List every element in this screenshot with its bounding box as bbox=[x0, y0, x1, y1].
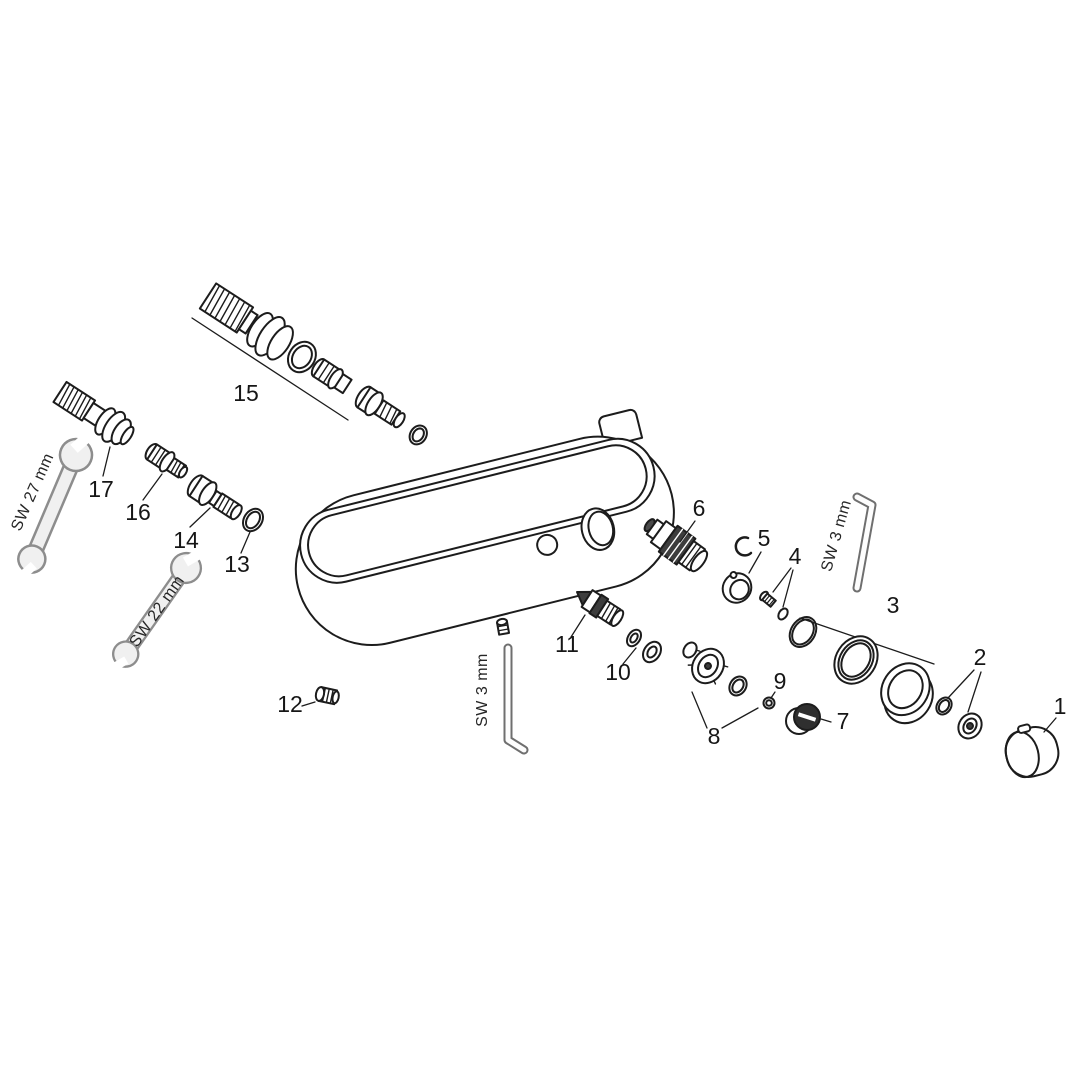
threads bbox=[204, 284, 251, 333]
part-label-17: 17 bbox=[88, 476, 114, 502]
part-label-1: 1 bbox=[1054, 693, 1067, 719]
body-cartridge-hole-inner bbox=[587, 510, 615, 547]
part-label-12: 12 bbox=[277, 691, 303, 717]
allen-key-sw3-center-icon bbox=[503, 643, 529, 755]
part-label-14: 14 bbox=[173, 527, 199, 553]
o-ring bbox=[286, 340, 317, 374]
tool-label-sw3-right: SW 3 mm bbox=[818, 498, 855, 574]
part-label-5: 5 bbox=[758, 525, 771, 551]
body-top-face bbox=[299, 437, 656, 584]
leader-line-1 bbox=[1043, 717, 1057, 733]
part-15-connector-assembly bbox=[198, 282, 428, 446]
o-ring-small bbox=[408, 424, 428, 446]
part-3-ring-group bbox=[788, 616, 934, 725]
part-14-connector bbox=[186, 474, 243, 521]
part-label-15: 15 bbox=[233, 380, 259, 406]
part-7-cap bbox=[785, 703, 821, 735]
leader-line-5 bbox=[748, 551, 762, 574]
part-4-screw bbox=[759, 590, 789, 621]
part-label-8: 8 bbox=[708, 723, 721, 749]
part-label-16: 16 bbox=[125, 499, 151, 525]
leader-line-2 bbox=[947, 669, 982, 713]
leader-line-6 bbox=[679, 520, 696, 543]
threads bbox=[57, 383, 92, 420]
tool-label-sw3-center: SW 3 mm bbox=[474, 653, 491, 727]
part-16-insert bbox=[144, 442, 189, 479]
mixer-body bbox=[294, 408, 675, 647]
leader-line-4 bbox=[772, 567, 794, 608]
part-12-grub-screw bbox=[314, 686, 340, 706]
part-label-9: 9 bbox=[774, 668, 787, 694]
part-8-regulator-group bbox=[682, 641, 748, 697]
body-top-rim bbox=[307, 444, 648, 578]
leader-line-14 bbox=[189, 507, 211, 528]
part-9-nut bbox=[762, 696, 776, 710]
threads bbox=[216, 494, 235, 516]
part-13-o-ring bbox=[242, 507, 264, 533]
leader-line-9 bbox=[770, 691, 776, 699]
leader-line-16 bbox=[142, 473, 163, 501]
part-5-dome-cap bbox=[721, 571, 753, 604]
part-label-10: 10 bbox=[605, 659, 631, 685]
part-label-7: 7 bbox=[837, 708, 850, 734]
part-11-check-valve bbox=[576, 589, 625, 627]
body-button-hole bbox=[536, 533, 559, 556]
leader-line-17 bbox=[102, 446, 111, 477]
part-label-2: 2 bbox=[974, 644, 987, 670]
leader-line-13 bbox=[240, 531, 251, 554]
allen-key-sw3-right-icon bbox=[852, 492, 877, 593]
snap-ring-clip bbox=[734, 536, 753, 557]
part-label-11: 11 bbox=[555, 631, 579, 657]
grub-screw-small bbox=[496, 617, 511, 636]
part-10-washer-nut bbox=[625, 628, 662, 664]
part-1-handle-knob bbox=[1004, 723, 1060, 779]
leader-line-8 bbox=[691, 691, 759, 729]
part-2-rings bbox=[935, 696, 983, 740]
tool-label-sw22: SW 22 mm bbox=[127, 572, 189, 650]
part-label-13: 13 bbox=[224, 551, 250, 577]
leader-line-15 bbox=[191, 317, 349, 421]
part-label-4: 4 bbox=[789, 543, 802, 569]
part-17-connector bbox=[52, 380, 135, 446]
leader-line-7 bbox=[820, 718, 832, 723]
leader-line-12 bbox=[301, 701, 316, 707]
leader-line-11 bbox=[570, 614, 586, 638]
part-label-3: 3 bbox=[887, 592, 900, 618]
leader-line-10 bbox=[622, 647, 637, 665]
part-label-6: 6 bbox=[693, 495, 706, 521]
